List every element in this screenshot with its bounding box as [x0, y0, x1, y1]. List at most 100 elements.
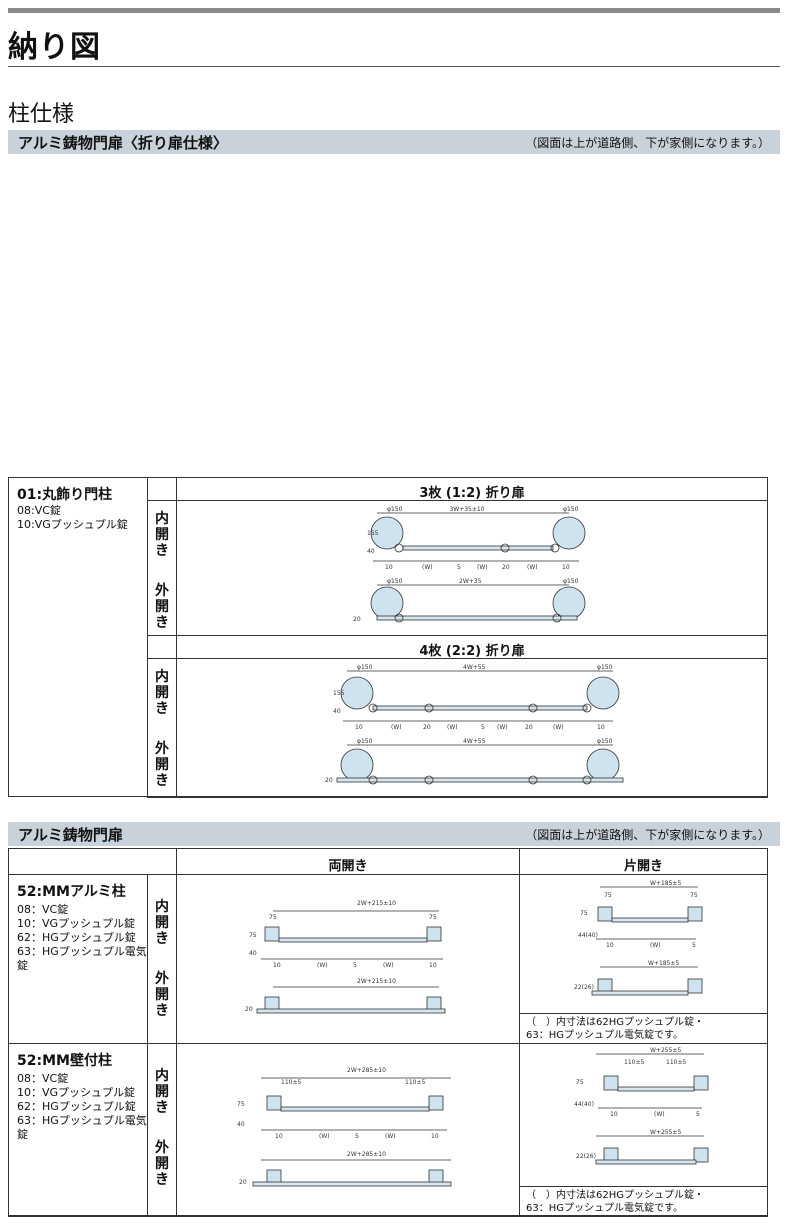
dim-dia: φ150	[357, 738, 373, 745]
dim-width: 4W+55	[463, 738, 486, 745]
top-bar	[8, 8, 780, 13]
product-cell: 52:MM壁付柱 08：VC錠 10：VGプッシュプル錠 62：HGプッシュプル…	[8, 1043, 148, 1217]
dim: (W)	[317, 962, 328, 969]
open-direction-cell: 内 開 き 外 開 き	[147, 658, 177, 798]
product-option: 62：HGプッシュプル錠	[17, 1100, 136, 1113]
dim: (W)	[527, 564, 538, 571]
dim-width: 4W+55	[463, 664, 486, 671]
label-char: き	[155, 543, 169, 559]
product-title: 01:丸飾り門柱	[17, 487, 113, 503]
dim: (W)	[319, 1133, 330, 1140]
diagram-cell: 4W+55 φ150 φ150 155 40 10 (W) 20 (W) 5 (…	[176, 658, 768, 798]
section-band: アルミ鋳物門扉 （図面は上が道路側、下が家側になります。）	[8, 822, 780, 846]
section-band: アルミ鋳物門扉〈折り扉仕様〉 （図面は上が道路側、下が家側になります。）	[8, 130, 780, 154]
dim: 5	[481, 724, 485, 731]
label-char: き	[155, 1100, 169, 1116]
dim-height: 40	[237, 1121, 245, 1128]
dim-dia: φ150	[387, 506, 403, 513]
section-title: アルミ鋳物門扉	[18, 826, 123, 844]
fold-3-diagram: 3W+35±10 φ150 φ150 155 40 10 (W) 5 (W) 2…	[353, 506, 586, 623]
dim-dia: φ150	[597, 738, 613, 745]
d1-inner: 3W+35±10 φ150 φ150 155 40 10 (W) 5 (W) 2…	[367, 506, 586, 571]
fold-gate-table: 01:丸飾り門柱 08:VC錠 10:VGプッシュプル錠 3枚 (1:2) 折り…	[8, 477, 768, 798]
dim: 75	[269, 914, 277, 921]
outer-open-label: 外 開 き	[154, 741, 170, 789]
footnote: （ ）内寸法は62HGプッシュプル錠・ 63：HGプッシュプル電気錠です。	[526, 1189, 704, 1215]
diagram-cell: W+185±5 75 75 75 44(40) 10 (W) 5 W+185±5…	[519, 874, 768, 1044]
dim-height: 44(40)	[578, 932, 598, 939]
row-header: 4枚 (2:2) 折り扉	[176, 635, 768, 659]
dim: 110±5	[624, 1059, 644, 1066]
dim-height: 22(26)	[576, 1153, 596, 1160]
dim-width: W+255±5	[650, 1047, 681, 1054]
dim: 10	[431, 1133, 439, 1140]
footnote-line: （ ）内寸法は62HGプッシュプル錠・	[526, 1190, 704, 1201]
dim: 20	[525, 724, 533, 731]
double-alu-diagram: 2W+215±10 75 75 75 40 10 (W) 5 (W) 10 2W…	[245, 900, 446, 1014]
dim-width: 2W+215±10	[357, 978, 396, 985]
label-char: 外	[155, 1140, 169, 1156]
product-option: 10：VGプッシュプル錠	[17, 917, 136, 930]
single-outer: W+185±5 22(26)	[574, 960, 703, 996]
footnote-line: 63：HGプッシュプル電気錠です。	[526, 1203, 683, 1214]
title-rule	[8, 66, 780, 67]
label-char: 開	[155, 915, 169, 931]
label-char: 開	[155, 527, 169, 543]
dim-width: W+255±5	[650, 1129, 681, 1136]
dim: (W)	[391, 724, 402, 731]
product-option: 10：VGプッシュプル錠	[17, 1086, 136, 1099]
dim: 10	[273, 962, 281, 969]
product-option: 63：HGプッシュプル電気錠	[17, 1114, 147, 1141]
dim: (W)	[650, 942, 661, 949]
dim: 10	[597, 724, 605, 731]
label-char: き	[155, 615, 169, 631]
outer-open-label: 外 開 き	[154, 1140, 170, 1188]
product-options: 08：VC錠 10：VGプッシュプル錠 62：HGプッシュプル錠 63：HGプッ…	[17, 903, 147, 973]
product-option: 62：HGプッシュプル錠	[17, 931, 136, 944]
dim-height: 40	[333, 708, 341, 715]
dim-width: 3W+35±10	[449, 506, 484, 513]
footnote-line: 63：HGプッシュプル電気錠です。	[526, 1030, 683, 1041]
product-title: 52:MM壁付柱	[17, 1053, 112, 1069]
double-wall-diagram: 2W+285±10 110±5 110±5 75 40 10 (W) 5 (W)…	[237, 1067, 452, 1187]
diagram-cell: 2W+215±10 75 75 75 40 10 (W) 5 (W) 10 2W…	[176, 874, 520, 1044]
dim: (W)	[497, 724, 508, 731]
dim-width: 2W+35	[459, 578, 482, 585]
dim-dia: φ150	[563, 578, 579, 585]
dim: 10	[355, 724, 363, 731]
label-char: 開	[155, 987, 169, 1003]
footnote: （ ）内寸法は62HGプッシュプル錠・ 63：HGプッシュプル電気錠です。	[526, 1016, 704, 1042]
dim-height: 22(26)	[574, 984, 594, 991]
label-char: 開	[155, 757, 169, 773]
single-outer: W+255±5 22(26)	[576, 1129, 709, 1165]
double-inner: 2W+215±10 75 75 75 40 10 (W) 5 (W) 10	[249, 900, 443, 969]
label-char: き	[155, 773, 169, 789]
dim: (W)	[422, 564, 433, 571]
section-note: （図面は上が道路側、下が家側になります。）	[525, 828, 770, 842]
dim: (W)	[385, 1133, 396, 1140]
dim-dia: φ150	[563, 506, 579, 513]
dim-height: 75	[249, 932, 257, 939]
dim: (W)	[477, 564, 488, 571]
d4-outer: 4W+55 φ150 φ150 20	[325, 738, 624, 785]
dim: 20	[502, 564, 510, 571]
dim-width: 2W+285±10	[347, 1067, 386, 1074]
dim-height: 20	[239, 1179, 247, 1186]
blank-cell	[147, 477, 177, 501]
blank-cell	[8, 848, 177, 875]
single-wall-diagram: W+255±5 110±5 110±5 75 44(40) 10 (W) 5 W…	[574, 1047, 709, 1165]
double-inner: 2W+285±10 110±5 110±5 75 40 10 (W) 5 (W)…	[237, 1067, 451, 1140]
single-alu-diagram: W+185±5 75 75 75 44(40) 10 (W) 5 W+185±5…	[574, 880, 703, 996]
dim: (W)	[447, 724, 458, 731]
diagram-cell: 2W+285±10 110±5 110±5 75 40 10 (W) 5 (W)…	[176, 1043, 520, 1217]
label-char: き	[155, 1172, 169, 1188]
product-options: 08：VC錠 10：VGプッシュプル錠 62：HGプッシュプル錠 63：HGプッ…	[17, 1072, 147, 1142]
label-char: 内	[155, 669, 169, 685]
label-char: 外	[155, 971, 169, 987]
label-char: 開	[155, 685, 169, 701]
row-header: 3枚 (1:2) 折り扉	[176, 477, 768, 501]
d3-inner: 4W+55 φ150 φ150 155 40 10 (W) 20 (W) 5 (…	[333, 664, 620, 731]
dim: 110±5	[405, 1079, 425, 1086]
double-outer: 2W+215±10 20	[245, 978, 446, 1014]
dim: (W)	[383, 962, 394, 969]
